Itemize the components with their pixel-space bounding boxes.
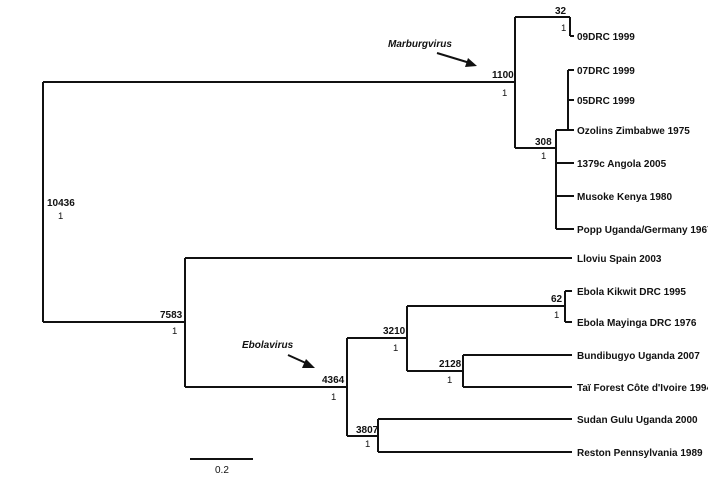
- tree-branches: [42, 16, 574, 453]
- node-value-label: 308: [535, 137, 552, 148]
- leaf-labels: 09DRC 1999 07DRC 1999 05DRC 1999 Ozolins…: [577, 32, 708, 459]
- leaf-label: Reston Pennsylvania 1989: [577, 448, 703, 459]
- arrowhead-icon: [465, 58, 477, 67]
- node-support-label: 1: [541, 151, 546, 162]
- leaf-label: Musoke Kenya 1980: [577, 192, 672, 203]
- leaf-label: Ebola Mayinga DRC 1976: [577, 318, 697, 329]
- leaf-label: Lloviu Spain 2003: [577, 254, 662, 265]
- scale-bar-label: 0.2: [215, 465, 229, 476]
- node-value-label: 1100: [492, 70, 514, 81]
- node-value-label: 2128: [439, 359, 462, 370]
- leaf-label: Bundibugyo Uganda 2007: [577, 351, 700, 362]
- node-support-label: 1: [172, 326, 177, 337]
- clade-annotations: Marburgvirus Ebolavirus: [242, 39, 477, 368]
- node-value-label: 10436: [47, 198, 75, 209]
- node-support-label: 1: [393, 343, 398, 354]
- arrowhead-icon: [302, 359, 315, 368]
- node-value-label: 3807: [356, 425, 379, 436]
- clade-label-ebolavirus: Ebolavirus: [242, 340, 294, 351]
- leaf-label: Ozolins Zimbabwe 1975: [577, 126, 690, 137]
- node-labels: 10436 1 1100 1 32 1 308 1 7583 1 4364 1 …: [47, 6, 567, 450]
- leaf-label: 09DRC 1999: [577, 32, 635, 43]
- leaf-label: Ebola Kikwit DRC 1995: [577, 287, 686, 298]
- leaf-label: 05DRC 1999: [577, 96, 635, 107]
- scale-bar: 0.2: [190, 458, 253, 476]
- node-value-label: 32: [555, 6, 567, 17]
- clade-label-marburgvirus: Marburgvirus: [388, 39, 452, 50]
- clade-arrow-marburgvirus: [436, 52, 471, 64]
- node-value-label: 3210: [383, 326, 406, 337]
- node-support-label: 1: [58, 211, 63, 222]
- leaf-label: 07DRC 1999: [577, 66, 635, 77]
- leaf-label: Popp Uganda/Germany 1967: [577, 225, 708, 236]
- node-support-label: 1: [502, 88, 507, 99]
- node-support-label: 1: [447, 375, 452, 386]
- leaf-label: 1379c Angola 2005: [577, 159, 667, 170]
- node-value-label: 7583: [160, 310, 183, 321]
- node-support-label: 1: [561, 23, 566, 34]
- node-value-label: 4364: [322, 375, 345, 386]
- leaf-label: Sudan Gulu Uganda 2000: [577, 415, 698, 426]
- node-support-label: 1: [365, 439, 370, 450]
- node-support-label: 1: [331, 392, 336, 403]
- leaf-label: Taï Forest Côte d'Ivoire 1994: [577, 383, 708, 394]
- node-support-label: 1: [554, 310, 559, 321]
- node-value-label: 62: [551, 294, 563, 305]
